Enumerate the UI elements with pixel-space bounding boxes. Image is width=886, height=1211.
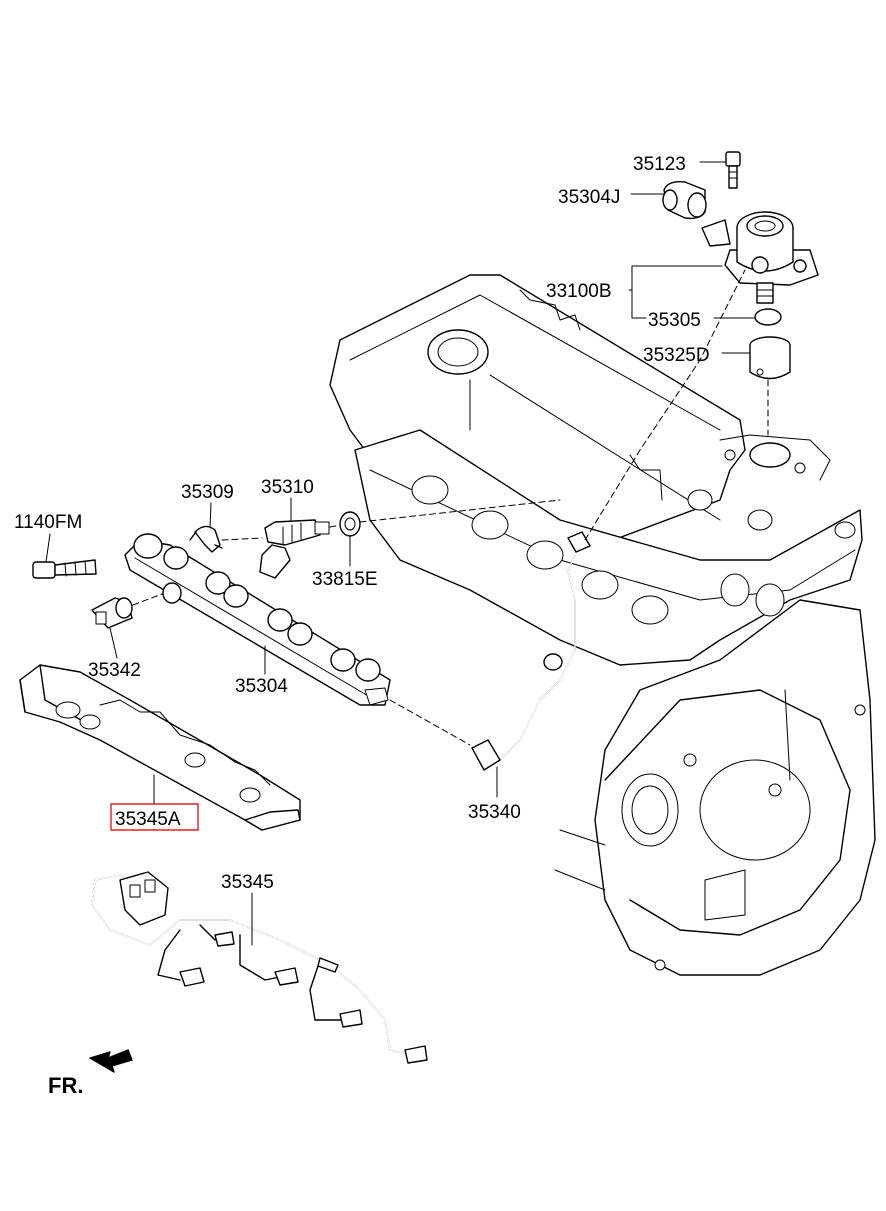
rail-bolt bbox=[32, 559, 97, 579]
engine-block bbox=[329, 274, 876, 976]
label-35345[interactable]: 35345 bbox=[221, 872, 274, 893]
pump-tappet bbox=[749, 336, 791, 380]
label-35305[interactable]: 35305 bbox=[648, 310, 701, 331]
front-direction-arrow bbox=[89, 1049, 133, 1073]
injector-wiring-harness bbox=[91, 871, 428, 1064]
leader-lines bbox=[45, 161, 755, 946]
pump-bushing bbox=[662, 180, 707, 220]
high-pressure-fuel-pipe bbox=[471, 269, 746, 771]
label-35345A[interactable]: 35345A bbox=[115, 809, 181, 830]
label-35304J[interactable]: 35304J bbox=[558, 187, 620, 208]
fuel-injector bbox=[259, 519, 330, 579]
high-pressure-pump-assembly bbox=[662, 151, 819, 436]
front-direction-label: FR. bbox=[48, 1073, 83, 1098]
fuel-pressure-sensor bbox=[91, 597, 133, 629]
sensor-seal bbox=[162, 582, 182, 604]
label-35123[interactable]: 35123 bbox=[633, 154, 686, 175]
label-35304[interactable]: 35304 bbox=[235, 676, 288, 697]
injector-clip bbox=[189, 525, 223, 553]
fuel-rail-protector bbox=[19, 664, 301, 831]
label-35325D[interactable]: 35325D bbox=[643, 345, 710, 366]
label-33100B[interactable]: 33100B bbox=[546, 281, 612, 302]
label-35340[interactable]: 35340 bbox=[468, 802, 521, 823]
pump-o-ring bbox=[754, 308, 782, 326]
label-35309[interactable]: 35309 bbox=[181, 482, 234, 503]
label-33815E[interactable]: 33815E bbox=[312, 569, 378, 590]
injector-seal bbox=[339, 511, 361, 537]
label-35342[interactable]: 35342 bbox=[88, 660, 141, 681]
pump-bolt bbox=[725, 151, 741, 189]
part-labels: 35123 35304J 33100B 35305 35325D 35309 3… bbox=[14, 154, 710, 1098]
label-35310[interactable]: 35310 bbox=[261, 477, 314, 498]
fuel-rail-assembly bbox=[32, 499, 561, 746]
label-1140FM[interactable]: 1140FM bbox=[14, 512, 82, 533]
high-pressure-fuel-pump bbox=[701, 211, 819, 304]
highlight-box-35345A bbox=[110, 803, 199, 831]
